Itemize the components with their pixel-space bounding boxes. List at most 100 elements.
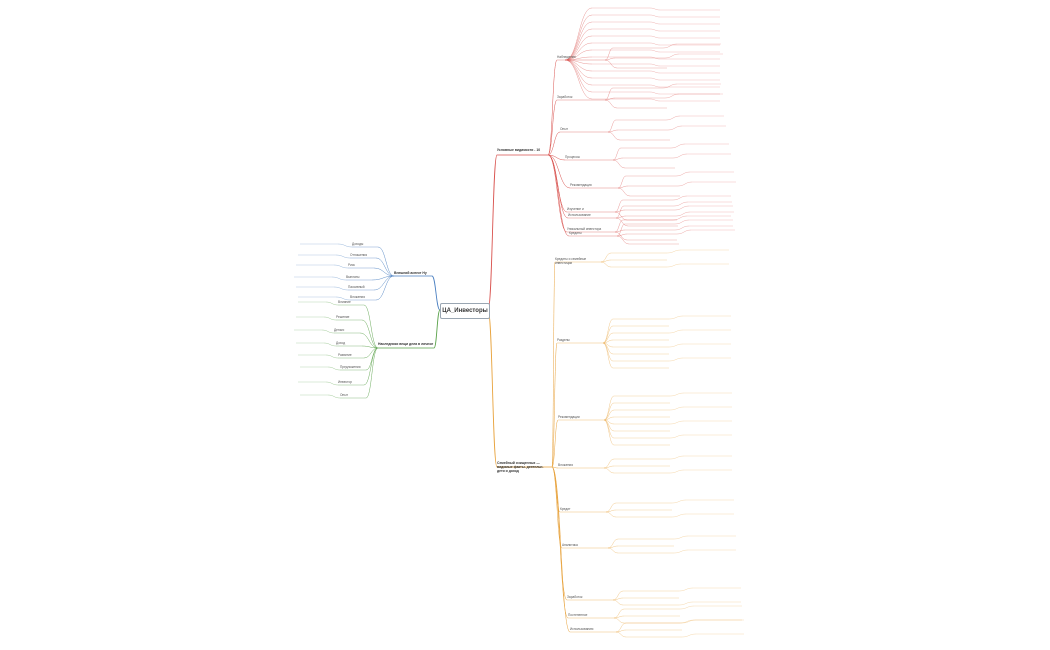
orange-leaf-link: [615, 629, 627, 633]
red-subleaf-link: [675, 171, 691, 177]
blue-leaf-link: [333, 264, 349, 269]
red-sub-node[interactable]: Заработок: [557, 95, 573, 99]
green-sub-node[interactable]: Деньги: [334, 328, 345, 332]
red-leaf-link: [604, 47, 614, 61]
blue-sub-node[interactable]: Вложения: [350, 295, 365, 299]
orange-leaf-link: [602, 332, 614, 344]
orange-sub-node[interactable]: Постепенное: [568, 613, 588, 617]
orange-leaf-link: [603, 458, 615, 469]
red-top-subleaf-link: [649, 35, 661, 39]
blue-sub-link: [375, 257, 395, 277]
orange-sub-node[interactable]: Вложения: [558, 463, 573, 467]
red-top-subleaf-link: [649, 56, 661, 60]
red-subleaf-link: [676, 229, 692, 235]
green-sub-link: [363, 347, 379, 359]
orange-leaf-link: [603, 419, 615, 446]
orange-leaf-link: [612, 599, 624, 606]
green-sub-node[interactable]: Решение: [336, 315, 350, 319]
red-sub-link: [547, 99, 558, 156]
red-leaf-link: [616, 233, 628, 237]
orange-subleaf-link: [668, 357, 684, 362]
red-sub-node[interactable]: Рекомендация: [570, 183, 592, 187]
red-subleaf-link: [667, 125, 683, 131]
orange-sub-node[interactable]: Кредиты и семейные инвестиции: [555, 257, 587, 265]
green-leaf-link: [323, 316, 337, 321]
blue-sub-node[interactable]: Выплаты: [346, 275, 360, 279]
blue-sub-node[interactable]: Пассивный: [348, 285, 365, 289]
orange-subleaf-link: [666, 263, 682, 268]
orange-sub-node[interactable]: Использованию: [570, 627, 594, 631]
orange-leaf-link: [603, 402, 615, 421]
orange-subleaf-link: [678, 587, 694, 592]
orange-leaf-link: [602, 339, 614, 344]
orange-leaf-link: [603, 416, 615, 421]
red-subleaf-link: [672, 195, 688, 201]
orange-subleaf-link: [669, 420, 685, 425]
green-sub-node[interactable]: Предложения: [340, 365, 361, 369]
orange-sub-node[interactable]: Заработок: [567, 595, 583, 599]
red-leaf-link: [614, 199, 624, 213]
orange-sub-node[interactable]: Разделы: [557, 338, 570, 342]
red-subleaf-link: [665, 115, 681, 121]
green-sub-node[interactable]: Опыт: [340, 393, 348, 397]
red-top-subleaf-link: [649, 91, 661, 95]
orange-leaf-link: [615, 631, 627, 638]
orange-subleaf-link: [669, 469, 685, 474]
orange-leaf-link: [607, 547, 619, 554]
green-trunk: [433, 309, 441, 349]
red-subleaf-link: [672, 215, 688, 221]
blue-leaf-link: [335, 296, 351, 301]
red-leaf-link: [614, 231, 628, 241]
red-subleaf-link: [664, 93, 680, 99]
red-leaf-link: [614, 209, 626, 213]
orange-leaf-link: [603, 467, 615, 474]
green-sub-link: [359, 332, 379, 349]
red-main-branch[interactable]: Условные видимости - 10: [497, 148, 541, 152]
blue-sub-node[interactable]: Отношения: [350, 253, 368, 257]
orange-sub-node[interactable]: Рекомендации: [558, 415, 580, 419]
orange-subleaf-link: [673, 549, 689, 554]
orange-leaf-link: [612, 597, 624, 601]
red-top-subleaf-link: [649, 70, 661, 74]
red-top-leaf-link: [564, 59, 593, 65]
blue-leaf-link: [335, 254, 351, 259]
red-subleaf-link: [674, 205, 690, 211]
orange-leaf-link: [613, 615, 625, 619]
blue-sub-link: [373, 267, 395, 277]
root-node[interactable]: ЦА_Инвесторы: [440, 303, 490, 319]
blue-sub-node[interactable]: Доходы: [352, 242, 364, 246]
orange-subleaf-link: [669, 406, 685, 411]
green-sub-link: [361, 345, 379, 349]
red-sub-node[interactable]: Процессы: [565, 155, 580, 159]
green-leaf-link: [321, 329, 335, 334]
orange-subleaf-link: [678, 601, 694, 606]
red-sub-node[interactable]: Использование: [568, 213, 591, 217]
red-sub-node[interactable]: Кредиты: [569, 231, 582, 235]
orange-leaf-link: [603, 395, 615, 421]
red-subleaf-link: [662, 83, 678, 89]
red-sub-node[interactable]: Наблюдение: [557, 55, 576, 59]
blue-main-branch[interactable]: Внешний аспект Ну: [394, 271, 427, 275]
red-subleaf-link: [672, 153, 688, 159]
green-sub-node[interactable]: Развитие: [338, 353, 352, 357]
red-leaf-link: [604, 57, 616, 61]
green-sub-node[interactable]: Влияние: [338, 300, 351, 304]
red-sub-node[interactable]: Уникальный инвестора: [567, 227, 602, 231]
green-sub-node[interactable]: Инвестор: [338, 380, 353, 384]
red-sub-node[interactable]: Опыт: [560, 127, 568, 131]
green-sub-node[interactable]: Доход: [336, 341, 346, 345]
orange-main-branch[interactable]: Семейный очищенных — видимые факты. деят…: [497, 461, 544, 473]
red-leaf-link: [607, 131, 621, 141]
red-sub-node[interactable]: Изучение и: [567, 207, 584, 211]
orange-sub-node[interactable]: Аналитика: [562, 543, 578, 547]
blue-sub-link: [375, 275, 395, 301]
red-top-subleaf-link: [649, 49, 661, 53]
blue-sub-node[interactable]: Риск: [348, 263, 355, 267]
orange-sub-node[interactable]: Кредит: [560, 507, 571, 511]
red-leaf-link: [604, 99, 618, 109]
green-leaf-link: [325, 354, 339, 359]
green-main-branch[interactable]: Наследники вещи дела в личное: [378, 342, 434, 346]
orange-subleaf-link: [669, 455, 685, 460]
orange-subleaf-link: [681, 619, 697, 624]
